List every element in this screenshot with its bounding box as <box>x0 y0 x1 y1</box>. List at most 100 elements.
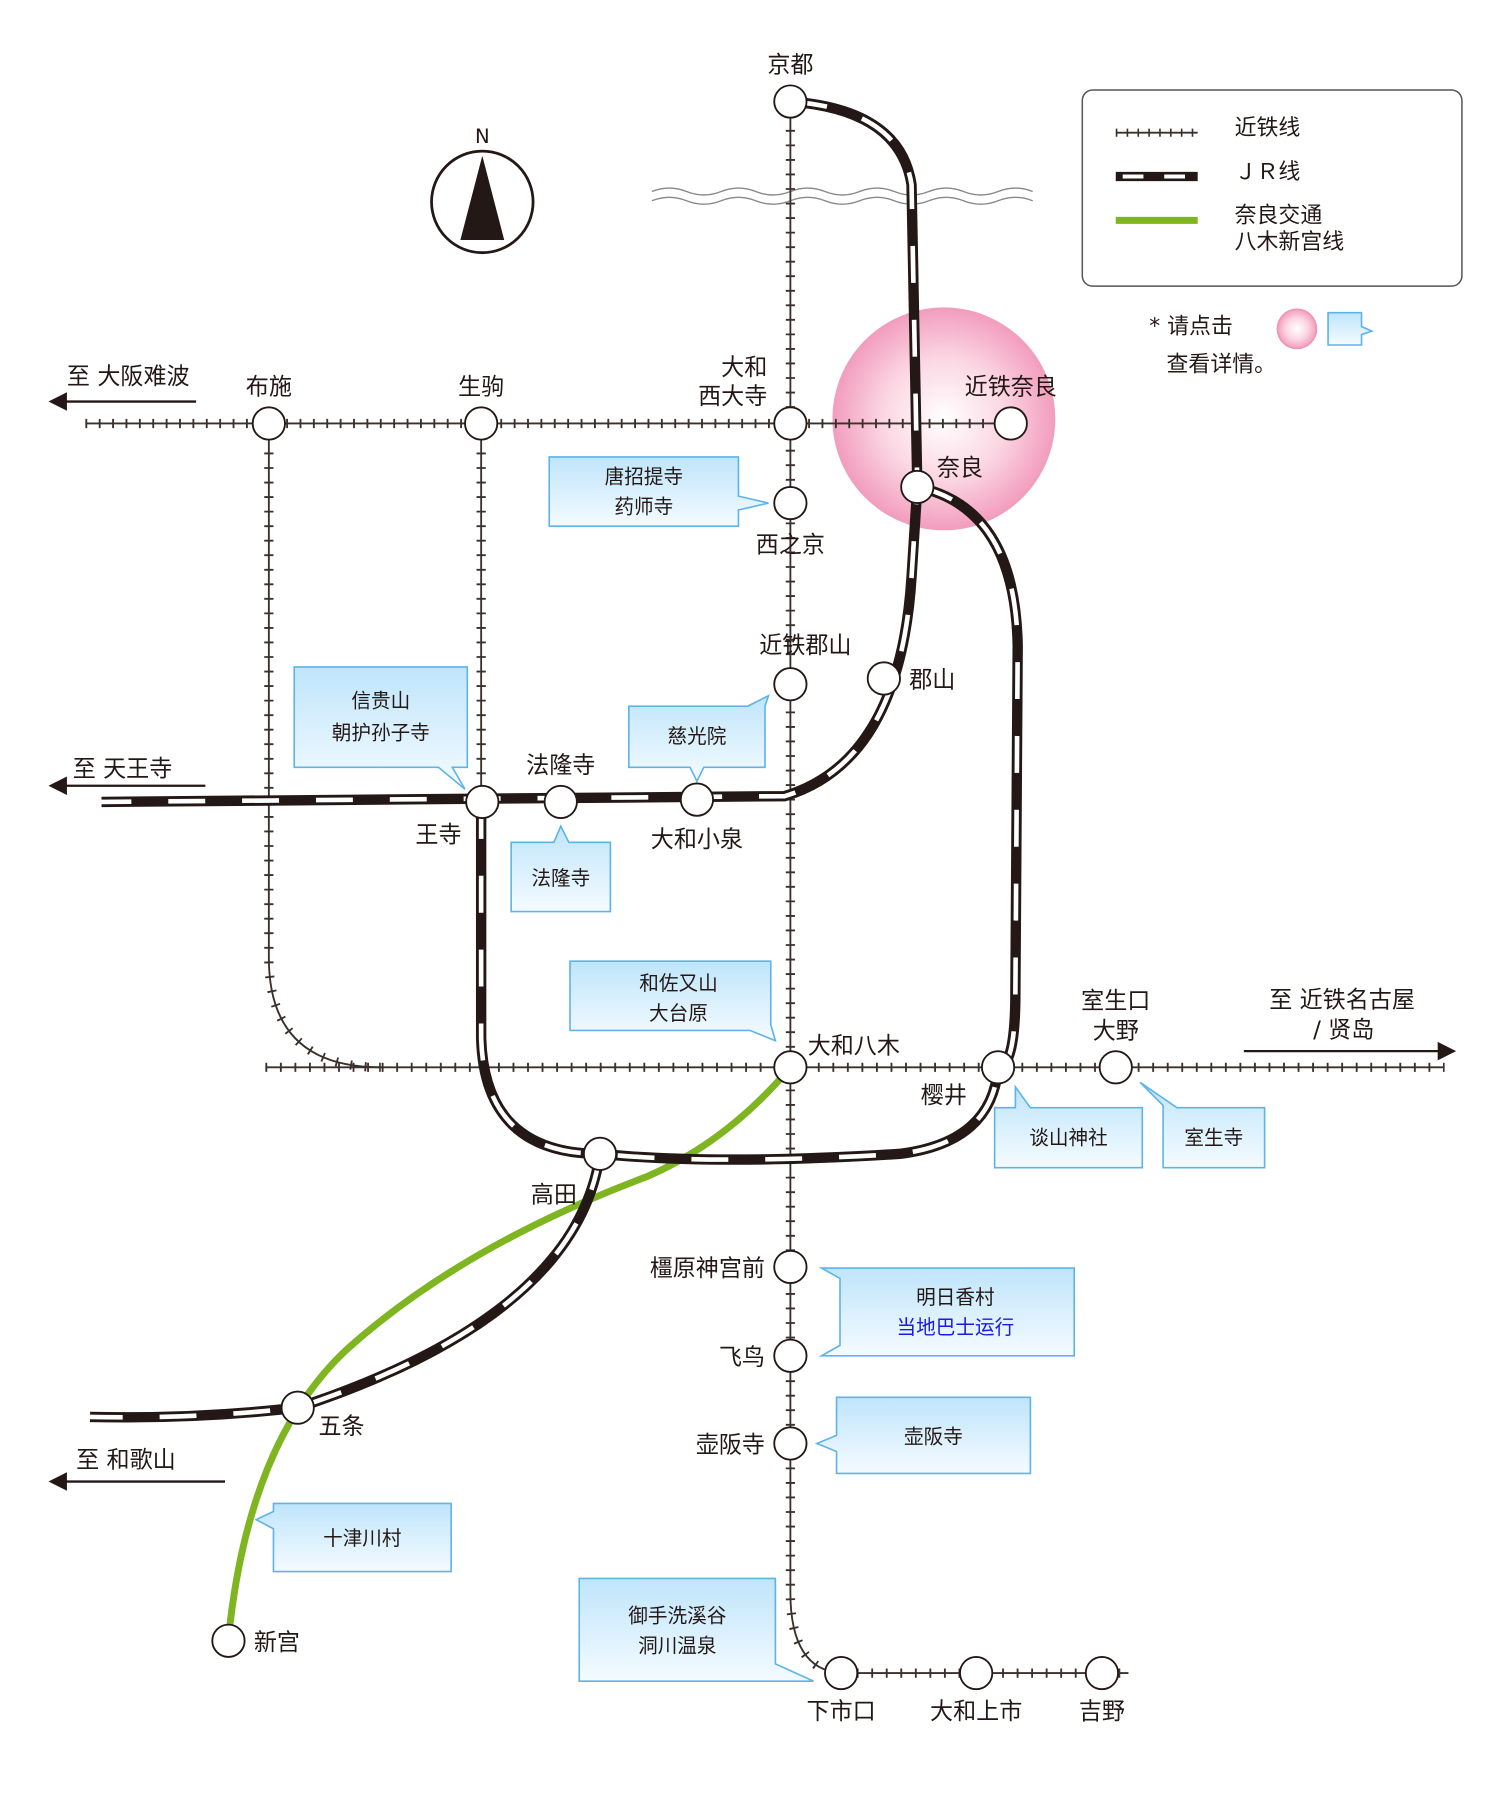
svg-text:室生寺[interactable]: 室生寺 <box>1184 1127 1243 1150</box>
svg-text:五条[interactable]: 五条 <box>318 1414 364 1440</box>
station-kashiharajingumae[interactable]: 橿原神宫前 <box>650 1249 808 1284</box>
svg-text:室生口[interactable]: 室生口 <box>1081 988 1150 1014</box>
station-shingu[interactable]: 新宫 <box>211 1623 300 1658</box>
svg-text:王寺[interactable]: 王寺 <box>415 822 461 848</box>
svg-text:近铁线: 近铁线 <box>1235 116 1301 141</box>
svg-text:法隆寺[interactable]: 法隆寺 <box>526 753 595 779</box>
station-tsubosakayama[interactable]: 壶阪寺 <box>696 1426 808 1461</box>
arrow-right-icon <box>1437 1041 1457 1061</box>
station-shimoichiguchi[interactable]: 下市口 <box>807 1655 876 1725</box>
pink-circle-icon <box>1276 308 1318 350</box>
direction-label: 至 大阪难波 <box>67 364 190 390</box>
svg-text:大野[interactable]: 大野 <box>1093 1018 1139 1044</box>
svg-text:奈良[interactable]: 奈良 <box>937 455 983 481</box>
svg-text:大和八木[interactable]: 大和八木 <box>808 1033 900 1059</box>
svg-text:橿原神宫前[interactable]: 橿原神宫前 <box>650 1256 765 1282</box>
callout-tsubosaka[interactable]: 壶阪寺 <box>814 1396 1032 1475</box>
station-yoshino[interactable]: 吉野 <box>1079 1655 1125 1725</box>
station-nara[interactable]: 奈良 <box>900 455 983 504</box>
svg-text:近铁郡山[interactable]: 近铁郡山 <box>759 633 851 659</box>
svg-text:* 请点击: * 请点击 <box>1149 314 1233 339</box>
svg-text:新宫[interactable]: 新宫 <box>254 1630 300 1656</box>
svg-text:西之京[interactable]: 西之京 <box>756 533 825 559</box>
station-oji[interactable]: 王寺 <box>415 784 500 849</box>
station-yamato-koizumi[interactable]: 大和小泉 <box>651 782 743 853</box>
station-fuse[interactable]: 布施 <box>246 375 292 441</box>
svg-text:十津川村[interactable]: 十津川村 <box>323 1527 401 1550</box>
station-sakurai[interactable]: 樱井 <box>921 1050 1016 1109</box>
svg-text:明日香村[interactable]: 明日香村 <box>916 1286 994 1309</box>
callout-horyuji[interactable]: 法隆寺 <box>510 824 612 913</box>
svg-text:樱井[interactable]: 樱井 <box>921 1083 967 1109</box>
svg-text:吉野[interactable]: 吉野 <box>1079 1699 1125 1725</box>
legend-item-bus: 奈良交通 八木新宫线 <box>1115 204 1345 255</box>
svg-text:大和小泉[interactable]: 大和小泉 <box>651 827 743 853</box>
svg-text:洞川温泉[interactable]: 洞川温泉 <box>638 1634 716 1657</box>
svg-text:慈光院[interactable]: 慈光院 <box>668 725 727 748</box>
svg-text:朝护孙子寺[interactable]: 朝护孙子寺 <box>332 722 430 745</box>
jr-lines <box>89 96 1023 1423</box>
station-nishinokyo[interactable]: 西之京 <box>756 485 825 559</box>
svg-text:壶阪寺[interactable]: 壶阪寺 <box>696 1433 765 1459</box>
station-murouguchi-ono[interactable]: 室生口 大野 <box>1081 988 1150 1085</box>
callout-wasamata[interactable]: 和佐又山 大台原 <box>569 960 777 1043</box>
svg-text:壶阪寺[interactable]: 壶阪寺 <box>904 1425 963 1448</box>
callout-totsukawa[interactable]: 十津川村 <box>254 1502 452 1573</box>
svg-text:信贵山[interactable]: 信贵山 <box>351 689 410 712</box>
svg-text:近铁奈良[interactable]: 近铁奈良 <box>965 375 1057 401</box>
station-kintetsu-koriyama[interactable]: 近铁郡山 <box>759 633 852 702</box>
svg-text:大和[interactable]: 大和 <box>721 355 767 381</box>
svg-text:御手洗溪谷[interactable]: 御手洗溪谷 <box>628 1604 726 1627</box>
compass: N <box>430 125 535 255</box>
svg-text:郡山[interactable]: 郡山 <box>909 668 955 694</box>
legend-item-kintetsu: 近铁线 <box>1115 116 1301 141</box>
svg-text:和佐又山[interactable]: 和佐又山 <box>639 972 717 995</box>
direction-tennoji: 至 天王寺 <box>48 757 206 795</box>
legend-item-jr: ＪＲ线 <box>1115 160 1300 185</box>
svg-text:高田[interactable]: 高田 <box>531 1182 577 1208</box>
bus-link[interactable]: 当地巴士运行 <box>897 1316 1015 1339</box>
callout-asuka[interactable]: 明日香村 当地巴士运行 <box>818 1267 1076 1357</box>
svg-text:谈山神社[interactable]: 谈山神社 <box>1029 1127 1107 1150</box>
kintetsu-lines <box>85 115 1445 1678</box>
station-koriyama[interactable]: 郡山 <box>866 661 956 696</box>
callout-box-icon <box>1327 311 1375 346</box>
svg-text:大和上市[interactable]: 大和上市 <box>930 1699 1022 1725</box>
callout-jikoin[interactable]: 慈光院 <box>628 694 770 783</box>
bus-route-yagi-shingu <box>225 1065 794 1639</box>
station-gojo[interactable]: 五条 <box>280 1390 365 1441</box>
svg-text:法隆寺[interactable]: 法隆寺 <box>531 867 590 890</box>
callout-tanzan[interactable]: 谈山神社 <box>993 1084 1144 1169</box>
svg-text:八木新宫线: 八木新宫线 <box>1235 230 1345 255</box>
station-kintetsu-nara[interactable]: 近铁奈良 <box>965 375 1057 441</box>
station-kyoto[interactable]: 京都 <box>767 53 813 119</box>
callout-muroji[interactable]: 室生寺 <box>1139 1081 1266 1169</box>
station-yamato-saidaiji[interactable]: 大和 西大寺 <box>698 355 808 441</box>
svg-text:下市口[interactable]: 下市口 <box>807 1699 876 1725</box>
svg-text:药师寺[interactable]: 药师寺 <box>614 495 673 518</box>
station-takada[interactable]: 高田 <box>531 1136 618 1209</box>
direction-label: 至 和歌山 <box>76 1448 176 1474</box>
svg-text:生驹[interactable]: 生驹 <box>458 375 504 401</box>
station-yamato-kamiichi[interactable]: 大和上市 <box>930 1655 1022 1725</box>
callout-shigisan[interactable]: 信贵山 朝护孙子寺 <box>293 666 469 790</box>
station-horyuji[interactable]: 法隆寺 <box>526 753 595 819</box>
callout-toshodaiji[interactable]: 唐招提寺 药师寺 <box>548 456 769 527</box>
legend: 近铁线 ＪＲ线 奈良交通 八木新宫线 <box>1081 89 1463 287</box>
svg-text:京都[interactable]: 京都 <box>767 53 813 79</box>
svg-text:大台原[interactable]: 大台原 <box>649 1002 708 1025</box>
direction-label: / 贤岛 <box>1313 1017 1374 1043</box>
station-asuka[interactable]: 飞鸟 <box>719 1338 808 1373</box>
callout-mitarai[interactable]: 御手洗溪谷 洞川温泉 <box>578 1577 814 1682</box>
station-yamato-yagi[interactable]: 大和八木 <box>773 1033 900 1085</box>
svg-text:布施[interactable]: 布施 <box>246 375 292 401</box>
svg-text:唐招提寺[interactable]: 唐招提寺 <box>605 465 683 488</box>
svg-text:西大寺[interactable]: 西大寺 <box>698 384 767 410</box>
direction-label: 至 天王寺 <box>73 757 173 783</box>
direction-label: 至 近铁名古屋 <box>1269 987 1415 1013</box>
svg-text:飞鸟[interactable]: 飞鸟 <box>719 1345 765 1371</box>
north-arrow-icon <box>460 155 505 240</box>
direction-nagoya: 至 近铁名古屋 / 贤岛 <box>1243 987 1457 1061</box>
station-ikoma[interactable]: 生驹 <box>458 375 504 441</box>
